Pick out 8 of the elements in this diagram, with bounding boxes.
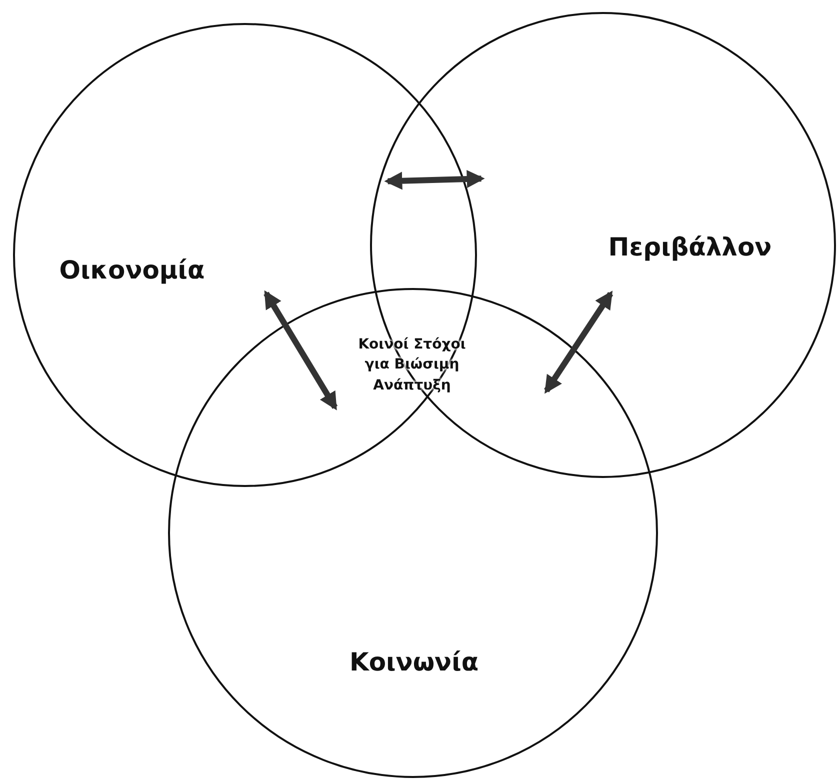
circle-label: Κοινωνία bbox=[350, 648, 478, 676]
circle-label: Περιβάλλον bbox=[608, 232, 772, 262]
double-arrow bbox=[544, 290, 614, 394]
double-arrow bbox=[384, 170, 485, 190]
venn-circle bbox=[168, 288, 658, 778]
venn-circle bbox=[13, 23, 477, 487]
circle-label: Οικονομία bbox=[59, 256, 205, 284]
double-arrow bbox=[264, 290, 338, 410]
